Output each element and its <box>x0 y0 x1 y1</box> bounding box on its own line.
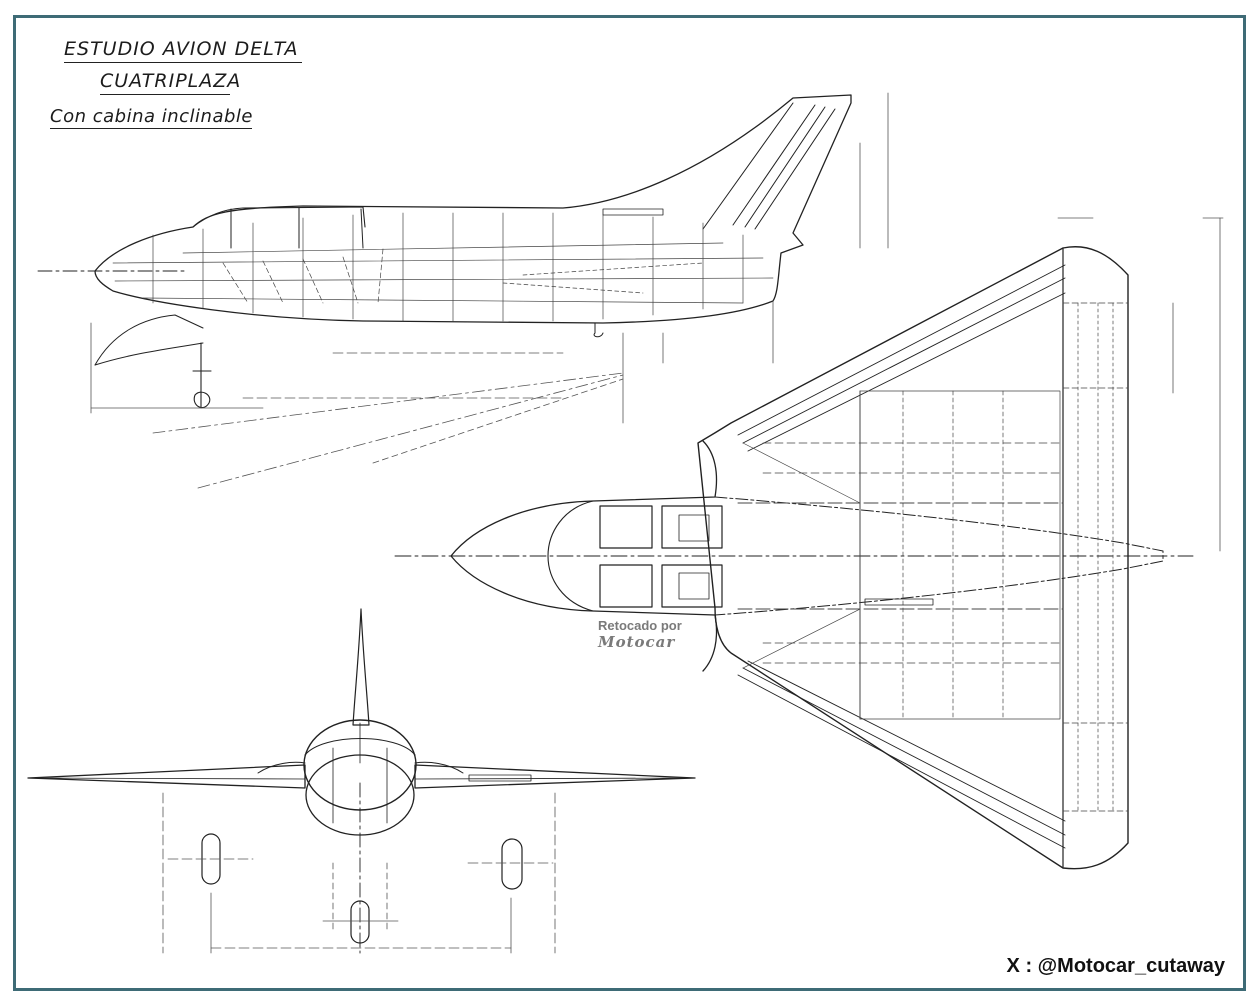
drawing-frame: ESTUDIO AVION DELTA CUATRIPLAZA Con cabi… <box>13 15 1246 991</box>
retouch-line-1: Retocado por <box>598 618 682 633</box>
title-underline-1 <box>64 62 302 63</box>
title-underline-2 <box>100 94 230 95</box>
credit-handle: X : @Motocar_cutaway <box>1006 955 1225 977</box>
plan-view <box>394 217 1224 870</box>
front-fin <box>352 608 370 726</box>
title-line-2: CUATRIPLAZA <box>100 70 242 92</box>
technical-drawing <box>27 92 1224 954</box>
title-line-3: Con cabina inclinable <box>50 106 253 127</box>
front-view <box>27 608 696 954</box>
plan-fuselage <box>450 440 718 672</box>
side-view <box>37 92 889 489</box>
title-line-1: ESTUDIO AVION DELTA <box>64 38 299 60</box>
retouch-watermark: Retocado por Motocar <box>598 618 682 650</box>
side-fuselage <box>94 94 852 324</box>
front-wing <box>27 764 696 789</box>
title-underline-3 <box>50 128 252 129</box>
retouch-line-2: Motocar <box>598 633 676 651</box>
